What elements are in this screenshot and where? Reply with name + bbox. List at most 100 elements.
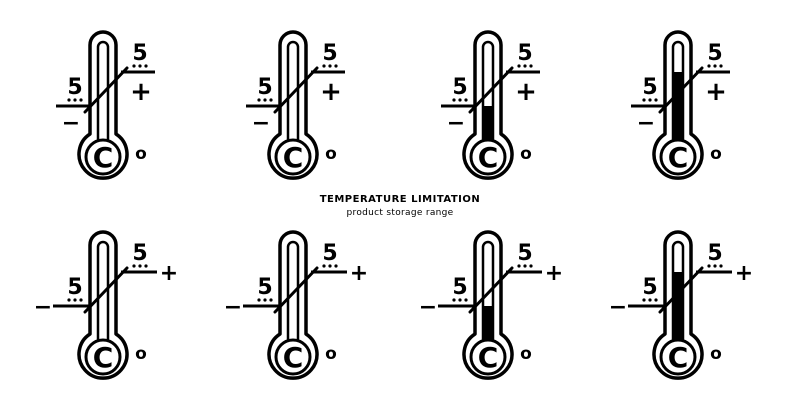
low-limit-dot <box>269 98 273 102</box>
high-limit-dot <box>144 64 148 68</box>
degree-symbol: o <box>520 344 532 364</box>
bulb-ring <box>659 138 697 176</box>
low-limit-dot <box>464 298 468 302</box>
high-limit-dot <box>707 264 711 268</box>
caption-subtitle: product storage range <box>346 208 454 218</box>
unit-label: C <box>283 141 304 174</box>
mercury-fill <box>483 106 493 142</box>
unit-label: C <box>478 341 499 374</box>
low-limit-dot <box>648 298 652 302</box>
unit-label: C <box>93 141 114 174</box>
minus-sign: − <box>252 111 270 136</box>
bulb-ring <box>469 138 507 176</box>
low-limit-dot <box>458 298 462 302</box>
plus-sign: + <box>160 261 178 286</box>
plus-sign: + <box>735 261 753 286</box>
degree-symbol: o <box>325 144 337 164</box>
low-limit-value: 5 <box>452 75 467 100</box>
low-limit-dot <box>67 98 71 102</box>
low-limit-dot <box>648 98 652 102</box>
low-limit-dot <box>642 298 646 302</box>
plus-sign: + <box>130 77 152 107</box>
minus-sign: − <box>419 295 437 320</box>
high-limit-dot <box>132 64 136 68</box>
high-limit-dot <box>322 264 326 268</box>
plus-sign: + <box>705 77 727 107</box>
low-limit-dot <box>458 98 462 102</box>
range-diagonal <box>83 66 129 114</box>
unit-label: C <box>283 341 304 374</box>
low-limit-dot <box>263 98 267 102</box>
high-limit-dot <box>719 64 723 68</box>
minus-sign: − <box>637 111 655 136</box>
minus-sign: − <box>447 111 465 136</box>
bulb-ring <box>274 338 312 376</box>
low-limit-dot <box>79 298 83 302</box>
minus-sign: − <box>609 295 627 320</box>
high-limit-dot <box>144 264 148 268</box>
high-limit-value: 5 <box>517 41 532 66</box>
high-limit-dot <box>523 264 527 268</box>
range-diagonal <box>273 266 319 314</box>
unit-label: C <box>668 341 689 374</box>
low-limit-dot <box>263 298 267 302</box>
high-limit-value: 5 <box>132 41 147 66</box>
low-limit-dot <box>642 98 646 102</box>
low-limit-value: 5 <box>67 275 82 300</box>
high-limit-value: 5 <box>707 241 722 266</box>
high-limit-dot <box>719 264 723 268</box>
low-limit-dot <box>79 98 83 102</box>
plus-sign: + <box>350 261 368 286</box>
unit-label: C <box>478 141 499 174</box>
range-diagonal <box>468 266 514 314</box>
minus-sign: − <box>34 295 52 320</box>
high-limit-dot <box>328 64 332 68</box>
low-limit-dot <box>73 298 77 302</box>
high-limit-value: 5 <box>517 241 532 266</box>
high-limit-dot <box>517 264 521 268</box>
range-diagonal <box>468 66 514 114</box>
high-limit-dot <box>707 64 711 68</box>
bulb-ring <box>274 138 312 176</box>
degree-symbol: o <box>710 144 722 164</box>
degree-symbol: o <box>135 344 147 364</box>
low-limit-dot <box>257 98 261 102</box>
range-diagonal <box>658 266 704 314</box>
low-limit-dot <box>452 98 456 102</box>
plus-sign: + <box>515 77 537 107</box>
high-limit-dot <box>132 264 136 268</box>
high-limit-value: 5 <box>132 241 147 266</box>
caption: TEMPERATURE LIMITATION product storage r… <box>250 193 550 219</box>
low-limit-value: 5 <box>642 75 657 100</box>
low-limit-value: 5 <box>257 75 272 100</box>
bulb-ring <box>84 138 122 176</box>
low-limit-value: 5 <box>257 275 272 300</box>
range-diagonal <box>658 66 704 114</box>
high-limit-dot <box>334 264 338 268</box>
low-limit-value: 5 <box>452 275 467 300</box>
high-limit-dot <box>713 264 717 268</box>
unit-label: C <box>668 141 689 174</box>
low-limit-dot <box>269 298 273 302</box>
high-limit-dot <box>138 264 142 268</box>
low-limit-dot <box>257 298 261 302</box>
high-limit-dot <box>517 64 521 68</box>
minus-sign: − <box>224 295 242 320</box>
degree-symbol: o <box>135 144 147 164</box>
degree-symbol: o <box>325 344 337 364</box>
low-limit-dot <box>67 298 71 302</box>
high-limit-value: 5 <box>707 41 722 66</box>
